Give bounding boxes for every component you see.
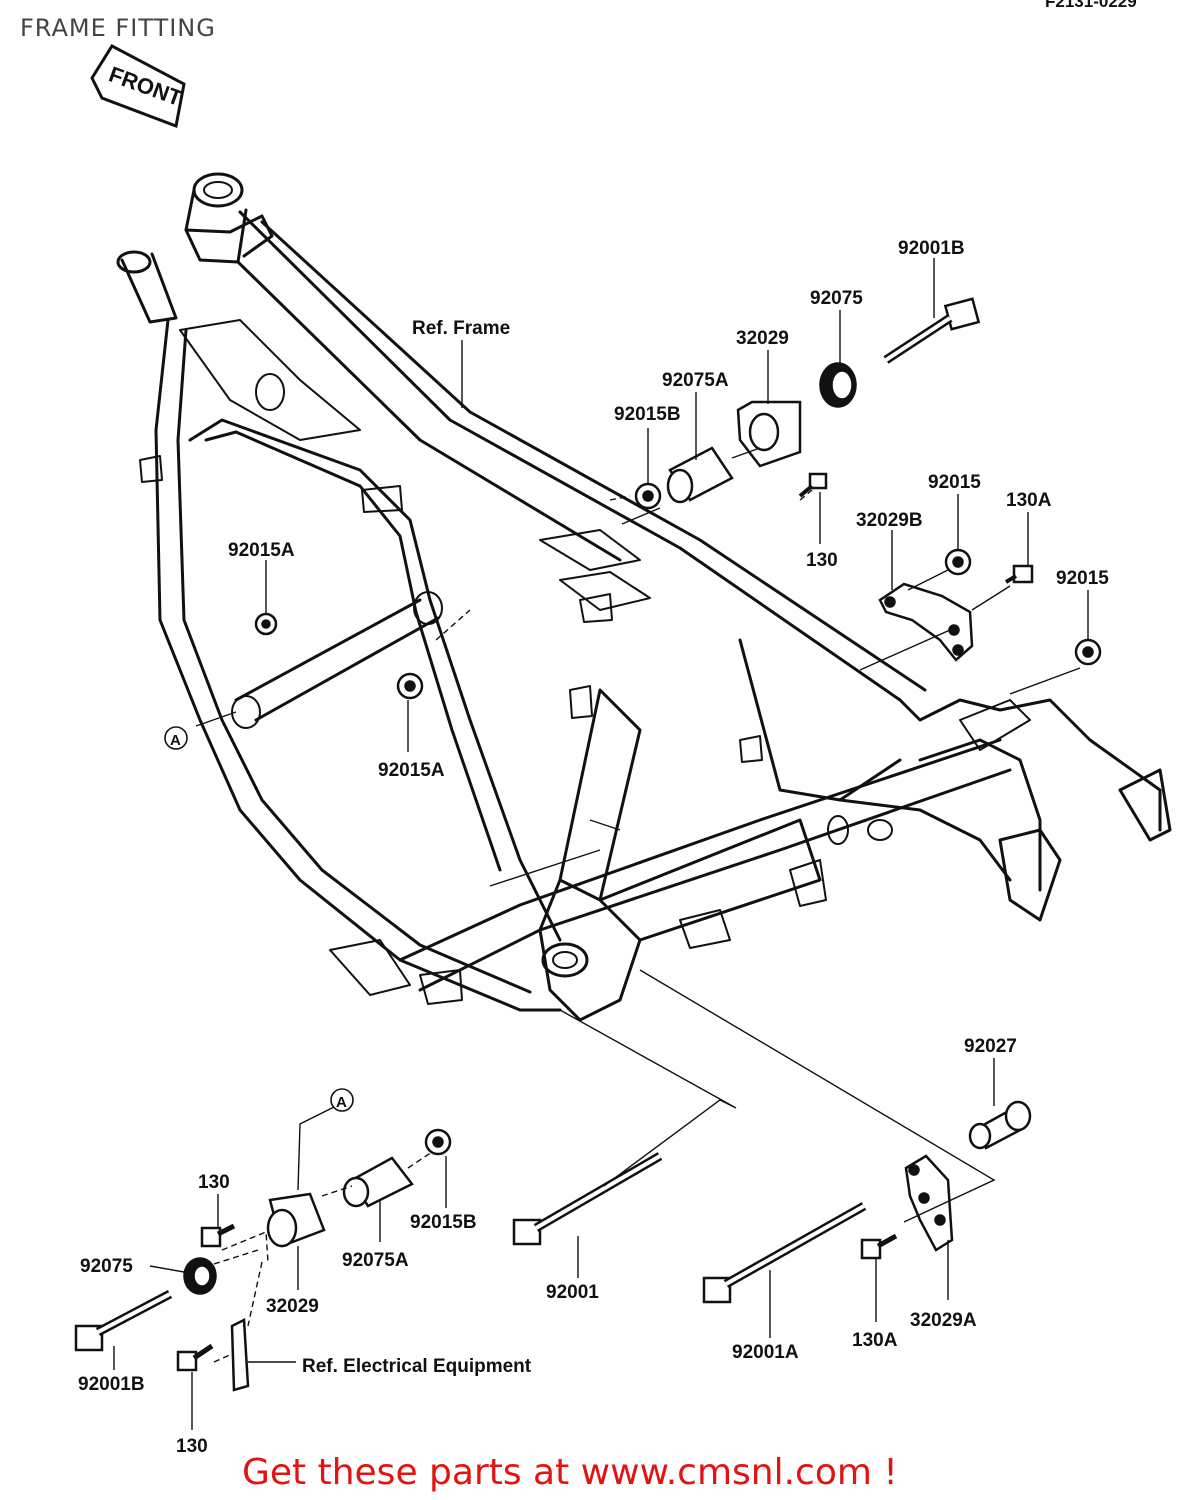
bolt-130-left-icon [200, 1223, 236, 1248]
label-130-bottom: 130 [176, 1436, 208, 1457]
bolt-130A-top-icon [1004, 564, 1034, 584]
ref-frame-label: Ref. Frame [412, 318, 510, 339]
label-92001: 92001 [546, 1282, 599, 1303]
damper-92075A-top-icon [666, 446, 734, 504]
spacer-92027-icon [968, 1100, 1032, 1150]
nut-92015A-top-icon [254, 612, 278, 636]
label-92027: 92027 [964, 1036, 1017, 1057]
damper-92075A-bottom-icon [342, 1156, 414, 1208]
nut-92015B-top-icon [634, 482, 662, 510]
label-92015-a: 92015 [928, 472, 981, 493]
label-130-left: 130 [198, 1172, 230, 1193]
label-92075A-top: 92075A [662, 370, 729, 391]
svg-text:A: A [170, 732, 181, 749]
parts-lower [74, 1100, 1032, 1392]
marker-a-frame: A [164, 726, 188, 750]
bolt-130-bottom-icon [176, 1343, 214, 1372]
label-92015-b: 92015 [1056, 568, 1109, 589]
washer-92075-bottom-icon [183, 1257, 217, 1295]
label-92015A-top: 92015A [228, 540, 295, 561]
bolt-92001-icon [512, 1152, 663, 1246]
promo-link[interactable]: Get these parts at www.cmsnl.com ! [242, 1452, 898, 1493]
label-92015B-top: 92015B [614, 404, 681, 425]
bolt-92001B-top-icon [883, 297, 981, 364]
label-130A-bottom: 130A [852, 1330, 898, 1351]
label-92001B-bottom: 92001B [78, 1374, 145, 1395]
label-32029B: 32029B [856, 510, 923, 531]
label-130-top: 130 [806, 550, 838, 571]
nut-92015-b-icon [1074, 638, 1102, 666]
bracket-32029B-icon [878, 582, 974, 662]
label-92075A-bottom: 92075A [342, 1250, 409, 1271]
bracket-32029A-icon [904, 1154, 954, 1252]
bolt-92001A-icon [702, 1202, 867, 1304]
front-arrow-icon: FRONT [90, 44, 186, 129]
motorcycle-frame [116, 172, 1172, 1022]
label-32029-bottom: 32029 [266, 1296, 319, 1317]
bolt-130A-bottom-icon [860, 1233, 898, 1260]
marker-a-detail: A [330, 1088, 354, 1112]
diagram-code: F2131-0229 [1045, 0, 1137, 11]
bolt-92001B-bottom-icon [74, 1290, 173, 1352]
collar-32029-top-icon [736, 400, 802, 468]
label-92001B-top: 92001B [898, 238, 965, 259]
label-92075-bottom: 92075 [80, 1256, 133, 1277]
label-130A-top: 130A [1006, 490, 1052, 511]
ref-electrical-label: Ref. Electrical Equipment [302, 1356, 532, 1377]
parts-upper [254, 297, 1102, 700]
washer-92075-top-icon [819, 362, 857, 408]
bolt-130-top-icon [798, 472, 828, 498]
page-title: FRAME FITTING [20, 14, 216, 42]
label-92015A-mid: 92015A [378, 760, 445, 781]
label-32029A: 32029A [910, 1310, 977, 1331]
nut-92015A-mid-icon [396, 672, 424, 700]
nut-92015-a-icon [944, 548, 972, 576]
label-32029-top: 32029 [736, 328, 789, 349]
part-labels: Ref. Frame Ref. Electrical Equipment 920… [78, 238, 1109, 1457]
nut-92015B-bottom-icon [424, 1128, 452, 1156]
label-92075-top: 92075 [810, 288, 863, 309]
leader-lines [113, 258, 1089, 1430]
label-92015B-bottom: 92015B [410, 1212, 477, 1233]
collar-32029-bottom-icon [266, 1192, 326, 1248]
label-92001A: 92001A [732, 1342, 799, 1363]
svg-text:A: A [336, 1094, 347, 1111]
wire-clip-icon [230, 1318, 250, 1392]
